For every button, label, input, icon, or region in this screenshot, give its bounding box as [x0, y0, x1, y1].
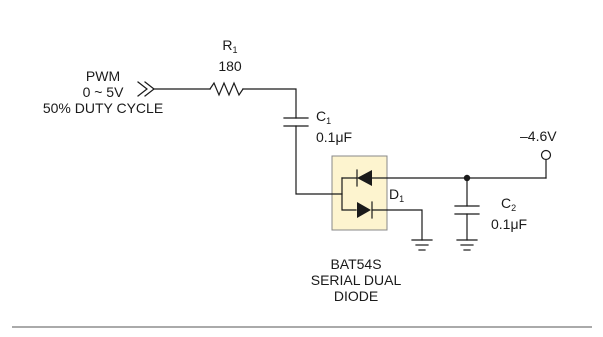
wire-d1-ground [371, 209, 423, 241]
r1-ref: R [222, 37, 233, 53]
resistor-r1-label: R1 180 [214, 37, 246, 74]
c2-value: 0.1μF [491, 216, 528, 232]
r1-sub: 1 [232, 45, 238, 55]
c1-value: 0.1μF [316, 129, 353, 145]
capacitor-c1-label: C1 0.1μF [316, 108, 352, 145]
capacitor-c2-symbol [454, 205, 480, 215]
capacitor-c1-symbol [283, 117, 309, 127]
part-line3: DIODE [333, 288, 379, 304]
r1-value: 180 [218, 58, 242, 74]
output-terminal-icon [540, 149, 552, 161]
ground-c2-icon [456, 239, 478, 251]
output-voltage-label: –4.6V [520, 128, 557, 144]
capacitor-c2-label: C2 0.1μF [491, 195, 527, 232]
wire-r1-c1 [242, 88, 297, 119]
pwm-name: PWM [85, 68, 121, 84]
pwm-range: 0 ~ 5V [82, 84, 124, 100]
c2-sub: 2 [511, 203, 517, 213]
diode-upper-symbol [356, 169, 372, 187]
part-line1: BAT54S [330, 256, 382, 272]
c1-ref: C [316, 108, 327, 124]
ground-d1-icon [411, 239, 433, 251]
d1-ref: D [389, 186, 400, 202]
junction-dot-icon [463, 174, 471, 182]
diode-package [331, 155, 388, 231]
pwm-duty: 50% DUTY CYCLE [42, 100, 164, 116]
c2-ref: C [501, 195, 512, 211]
diode-d1-label: D1 [389, 186, 404, 207]
c1-sub: 1 [326, 116, 332, 126]
part-line2: SERIAL DUAL [310, 272, 402, 288]
part-description: BAT54S SERIAL DUAL DIODE [300, 256, 412, 304]
d1-sub: 1 [399, 194, 405, 204]
wire-c1-diodes [295, 125, 343, 195]
pwm-input-label: PWM 0 ~ 5V 50% DUTY CYCLE [28, 68, 178, 116]
wire-diode-loop [341, 177, 357, 211]
resistor-r1-symbol [209, 81, 244, 97]
